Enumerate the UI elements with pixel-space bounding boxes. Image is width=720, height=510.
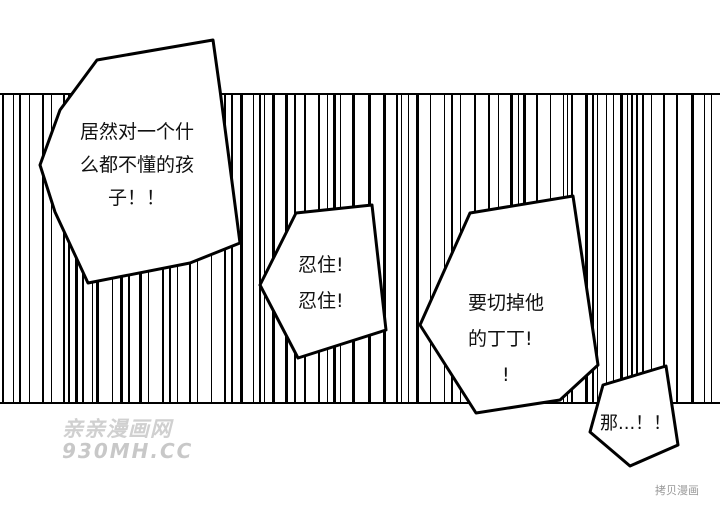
speed-line [691, 95, 694, 402]
speed-line [68, 95, 70, 402]
speech-line: 么都不懂的孩 [80, 154, 195, 176]
speech-text-1: 居然对一个什 么都不懂的孩 子！！ [80, 116, 194, 215]
speech-line: ! [502, 364, 510, 386]
speech-bubble-4 [588, 364, 680, 468]
speed-line [29, 95, 30, 402]
speed-line [651, 95, 652, 402]
speed-line [585, 95, 588, 402]
speed-line [597, 95, 598, 402]
speed-line [627, 95, 628, 402]
speed-line [631, 95, 633, 402]
watermark-corner: 拷贝漫画 [655, 484, 699, 497]
speech-text-3: 要切掉他 的丁丁! ! [468, 285, 544, 393]
speed-line [19, 95, 21, 402]
speed-line [264, 95, 265, 402]
speech-line: 居然对一个什 [80, 121, 195, 143]
speed-line [444, 95, 445, 402]
speed-line [592, 95, 594, 402]
speech-bubble-1 [38, 38, 242, 285]
speed-line [231, 95, 233, 402]
speech-bubble-2 [258, 203, 388, 360]
speed-line [51, 95, 52, 402]
speed-line [396, 95, 398, 402]
speed-line [430, 95, 431, 402]
speed-line [663, 95, 665, 402]
speed-line [606, 95, 607, 402]
speech-bubble-3 [418, 194, 600, 415]
speed-line [253, 95, 254, 402]
speed-line [259, 95, 261, 402]
speed-line [42, 95, 44, 402]
speech-line: 忍住! [298, 254, 344, 276]
speed-line [401, 95, 402, 402]
speed-line [711, 95, 712, 402]
speech-text-2: 忍住! 忍住! [298, 247, 344, 319]
speed-line [383, 95, 386, 402]
speed-line [620, 95, 623, 402]
speed-line [240, 95, 243, 402]
speed-line [416, 95, 419, 402]
speech-line: 的丁丁! [468, 328, 533, 350]
speech-line: 那...！！ [600, 413, 672, 434]
speed-line [676, 95, 678, 402]
speed-line [272, 95, 275, 402]
speed-line [451, 95, 453, 402]
speech-line: 子！！ [108, 187, 166, 209]
speech-line: 忍住! [298, 290, 344, 312]
speed-line [636, 95, 638, 402]
speech-line: 要切掉他 [468, 292, 545, 314]
speed-line [63, 95, 65, 402]
speed-line [642, 95, 644, 402]
speech-text-4: 那...！！ [600, 407, 671, 440]
speed-line [704, 95, 705, 402]
watermark-url: 930MH.CC [62, 439, 194, 463]
speed-line [2, 95, 4, 402]
watermark-site-name: 亲亲漫画网 [62, 416, 172, 441]
speed-line [13, 95, 14, 402]
speed-line [613, 95, 614, 402]
speed-line [408, 95, 409, 402]
